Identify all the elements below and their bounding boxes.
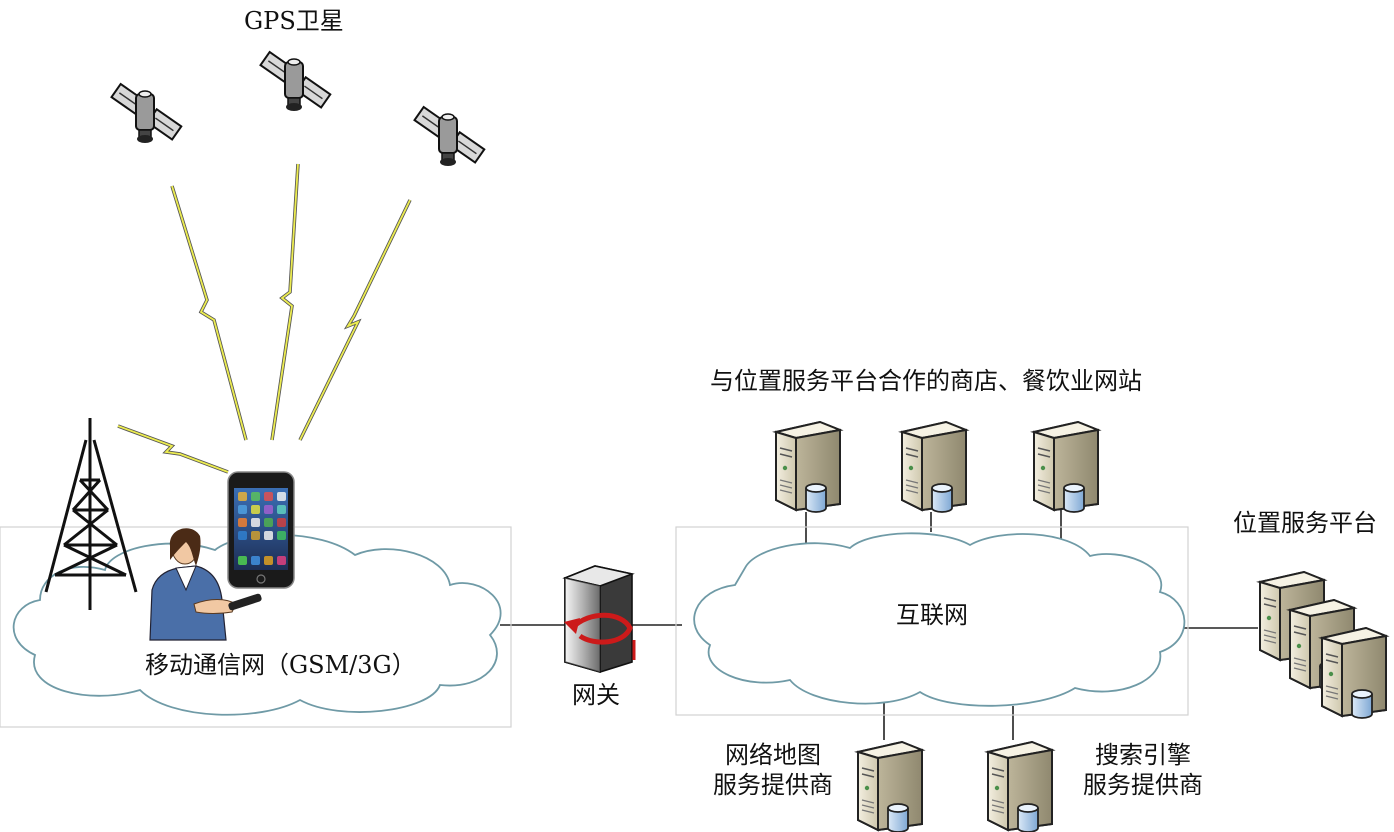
satellite-icon (110, 82, 183, 144)
lbs-platform-label: 位置服务平台 (1233, 509, 1377, 537)
gateway-label: 网关 (572, 681, 620, 709)
server-icon (987, 741, 1053, 832)
person-icon (149, 528, 262, 641)
internet-frame (675, 526, 1189, 716)
partner-sites-label: 与位置服务平台合作的商店、餐饮业网站 (710, 367, 1142, 395)
satellite-icon (259, 50, 332, 112)
gateway-firewall-icon (562, 565, 636, 674)
server-icon (1321, 627, 1387, 719)
map-provider-line1: 网络地图 (725, 741, 821, 769)
server-icon (775, 421, 841, 513)
satellite-signal-3 (298, 199, 412, 441)
map-provider-line2: 服务提供商 (713, 771, 833, 799)
satellite-signal-2 (270, 163, 300, 441)
tower-signal (117, 424, 229, 474)
search-provider-label: 搜索引擎 服务提供商 (1076, 740, 1210, 800)
smartphone-icon (227, 471, 295, 589)
internet-cloud (693, 532, 1186, 707)
satellite-icon (413, 105, 486, 167)
server-icon (1033, 421, 1099, 513)
map-provider-label: 网络地图 服务提供商 (706, 740, 840, 800)
server-icon (857, 741, 923, 832)
mobile-network-label: 移动通信网（GSM/3G） (145, 651, 416, 679)
gps-satellites-label: GPS卫星 (244, 7, 344, 35)
internet-label: 互联网 (896, 601, 968, 629)
server-icon (901, 421, 967, 513)
search-provider-line2: 服务提供商 (1083, 771, 1203, 799)
cell-tower-icon (44, 418, 138, 610)
search-provider-line1: 搜索引擎 (1095, 741, 1191, 769)
satellite-signal-1 (170, 185, 248, 441)
